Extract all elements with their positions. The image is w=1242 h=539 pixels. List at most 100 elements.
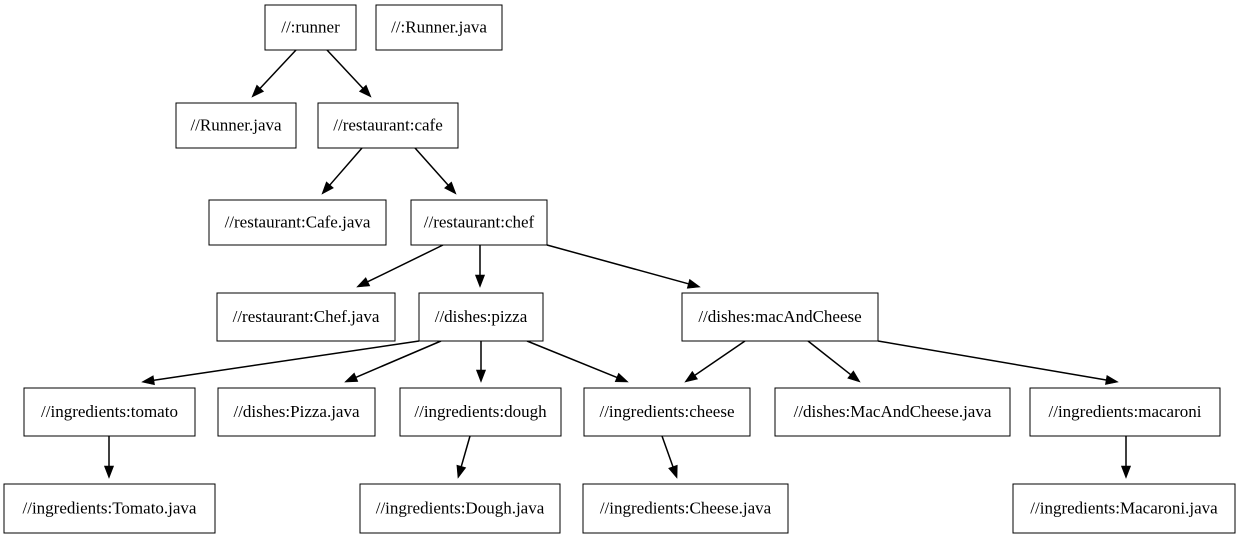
node-label: //Runner.java <box>190 115 282 134</box>
graph-edge <box>251 49 297 98</box>
graph-node-dishes_macandcheese_java[interactable]: //dishes:MacAndCheese.java <box>774 387 1011 437</box>
node-label: //ingredients:Cheese.java <box>600 498 772 517</box>
edge-arrowhead-icon <box>668 464 678 479</box>
edge-arrowhead-icon <box>251 84 265 98</box>
edge-arrowhead-icon <box>684 370 698 383</box>
node-label: //ingredients:cheese <box>599 402 734 421</box>
graph-edge <box>326 49 372 98</box>
graph-edge <box>321 147 363 195</box>
edge-line <box>259 49 297 89</box>
node-label: //:runner <box>281 17 340 36</box>
graph-edge <box>356 244 444 288</box>
node-label: //ingredients:macaroni <box>1049 402 1202 421</box>
graph-edge <box>661 435 678 479</box>
edge-line <box>526 340 618 379</box>
node-label: //ingredients:dough <box>414 402 547 421</box>
edge-line <box>460 435 471 467</box>
node-box[interactable] <box>375 4 503 51</box>
node-box[interactable] <box>583 387 751 437</box>
node-box[interactable] <box>217 387 376 437</box>
graph-edge <box>103 436 115 479</box>
edge-arrowhead-icon <box>1105 374 1119 385</box>
node-label: //restaurant:Chef.java <box>233 307 380 326</box>
edge-arrowhead-icon <box>358 84 372 98</box>
node-box[interactable] <box>418 292 544 342</box>
graph-node-runner_target[interactable]: //:runner <box>264 4 357 51</box>
graph-node-restaurant_chef_java[interactable]: //restaurant:Chef.java <box>216 292 396 342</box>
node-label: //ingredients:Macaroni.java <box>1030 498 1218 517</box>
node-label: //:Runner.java <box>391 17 487 36</box>
edge-line <box>414 147 449 186</box>
node-box[interactable] <box>410 199 548 246</box>
edge-arrowhead-icon <box>344 372 359 383</box>
node-label: //ingredients:tomato <box>41 402 178 421</box>
node-box[interactable] <box>1012 483 1236 534</box>
node-box[interactable] <box>317 102 459 149</box>
edge-line <box>329 147 363 186</box>
graph-node-dishes_pizza[interactable]: //dishes:pizza <box>418 292 544 342</box>
node-box[interactable] <box>23 387 196 437</box>
edge-arrowhead-icon <box>356 277 371 288</box>
node-label: //dishes:Pizza.java <box>233 402 360 421</box>
edge-line <box>355 340 442 378</box>
edge-line <box>694 340 746 376</box>
node-label: //restaurant:cafe <box>333 115 443 134</box>
node-box[interactable] <box>399 387 562 437</box>
node-box[interactable] <box>264 4 357 51</box>
edge-arrowhead-icon <box>847 370 861 383</box>
graph-edge <box>1120 436 1132 479</box>
node-box[interactable] <box>175 102 297 149</box>
graph-node-restaurant_cafe_java[interactable]: //restaurant:Cafe.java <box>208 199 387 246</box>
graph-edge <box>526 340 629 383</box>
node-label: //restaurant:Cafe.java <box>225 212 371 231</box>
node-box[interactable] <box>216 292 396 342</box>
edges-layer <box>103 49 1132 479</box>
edge-arrowhead-icon <box>475 369 487 383</box>
edge-arrowhead-icon <box>686 278 701 289</box>
edge-line <box>807 340 852 376</box>
graph-node-dishes_pizza_java[interactable]: //dishes:Pizza.java <box>217 387 376 437</box>
edge-line <box>661 435 674 467</box>
edge-line <box>153 340 420 381</box>
graph-node-restaurant_chef[interactable]: //restaurant:chef <box>410 199 548 246</box>
graph-edge <box>546 244 701 289</box>
nodes-layer: //:runner //:Runner.java //Runner.java //re… <box>3 4 1236 534</box>
graph-node-ing_dough[interactable]: //ingredients:dough <box>399 387 562 437</box>
graph-edge <box>414 147 457 195</box>
graph-node-ing_cheese_java[interactable]: //ingredients:Cheese.java <box>582 483 789 534</box>
node-label: //dishes:MacAndCheese.java <box>794 402 992 421</box>
graph-node-ing_macaroni_java[interactable]: //ingredients:Macaroni.java <box>1012 483 1236 534</box>
node-label: //ingredients:Tomato.java <box>23 498 197 517</box>
graph-node-ing_cheese[interactable]: //ingredients:cheese <box>583 387 751 437</box>
edge-arrowhead-icon <box>321 181 334 195</box>
node-box[interactable] <box>3 483 216 534</box>
graph-node-runner_java_root[interactable]: //:Runner.java <box>375 4 503 51</box>
node-box[interactable] <box>681 292 879 342</box>
edge-arrowhead-icon <box>444 181 457 195</box>
edge-arrowhead-icon <box>474 274 486 288</box>
edge-line <box>367 244 444 283</box>
node-box[interactable] <box>1029 387 1221 437</box>
node-box[interactable] <box>359 483 561 534</box>
graph-node-dishes_macandcheese[interactable]: //dishes:macAndCheese <box>681 292 879 342</box>
graph-node-runner_java[interactable]: //Runner.java <box>175 102 297 149</box>
graph-node-restaurant_cafe[interactable]: //restaurant:cafe <box>317 102 459 149</box>
node-box[interactable] <box>774 387 1011 437</box>
node-box[interactable] <box>582 483 789 534</box>
graph-node-ing_dough_java[interactable]: //ingredients:Dough.java <box>359 483 561 534</box>
edge-line <box>546 244 689 285</box>
graph-node-ing_tomato[interactable]: //ingredients:tomato <box>23 387 196 437</box>
graph-node-ing_tomato_java[interactable]: //ingredients:Tomato.java <box>3 483 216 534</box>
edge-line <box>877 340 1107 381</box>
node-box[interactable] <box>208 199 387 246</box>
graph-edge <box>141 340 420 386</box>
graph-edge <box>877 340 1119 385</box>
graph-edge <box>344 340 442 383</box>
graph-edge <box>474 245 486 288</box>
edge-arrowhead-icon <box>614 372 629 383</box>
node-label: //ingredients:Dough.java <box>376 498 545 517</box>
graph-node-ing_macaroni[interactable]: //ingredients:macaroni <box>1029 387 1221 437</box>
